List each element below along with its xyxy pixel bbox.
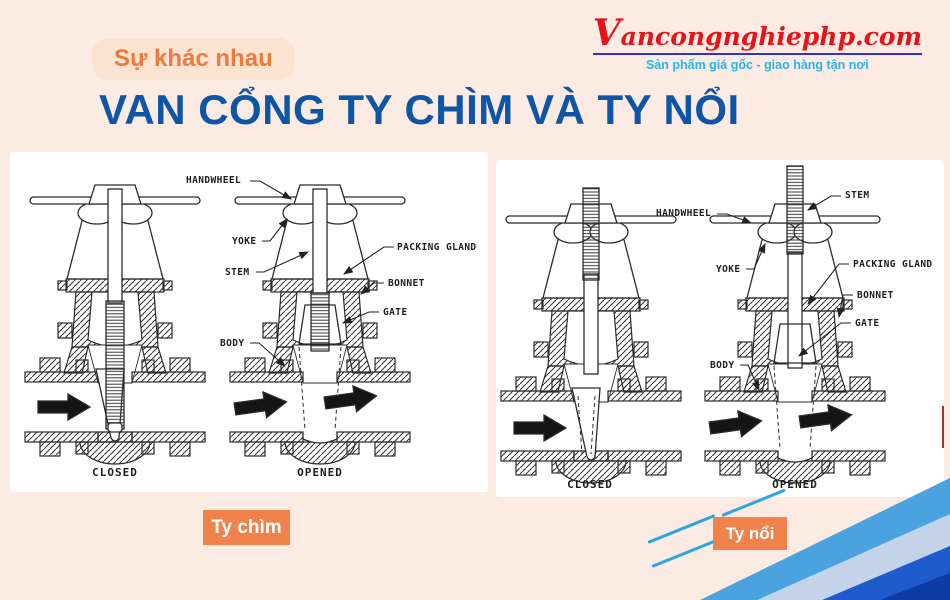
valve-diagram-non-rising xyxy=(24,180,411,465)
label-handwheel: HANDWHEEL xyxy=(656,208,712,219)
label-gate: GATE xyxy=(383,307,408,318)
label-gate: GATE xyxy=(855,318,880,329)
brand-name: Vancongnghiephp.com xyxy=(592,15,922,55)
valve-diagram-rising xyxy=(500,165,886,484)
label-stem: STEM xyxy=(225,267,250,278)
label-stem: STEM xyxy=(845,190,870,201)
brand-rest: ancongnghiephp.com xyxy=(620,22,922,51)
label-body: BODY xyxy=(710,360,735,371)
brand-logo: Vancongnghiephp.com Sản phẩm giá gốc - g… xyxy=(592,15,922,72)
brand-initial: V xyxy=(592,12,621,54)
panel-non-rising-stem: HANDWHEEL YOKE STEM PACKING GLAND BONNET… xyxy=(10,152,488,492)
caption-ty-chim: Ty chìm xyxy=(203,510,290,545)
decor-streak xyxy=(647,514,716,544)
state-closed: CLOSED xyxy=(567,478,613,491)
label-packing-gland: PACKING GLAND xyxy=(853,259,933,270)
label-yoke: YOKE xyxy=(232,236,257,247)
label-yoke: YOKE xyxy=(716,264,741,275)
state-closed: CLOSED xyxy=(92,466,138,479)
caption-ty-noi: Ty nổi xyxy=(713,517,787,550)
page-title: VAN CỔNG TY CHÌM VÀ TY NỔI xyxy=(99,86,740,133)
label-bonnet: BONNET xyxy=(388,278,425,289)
label-packing-gland: PACKING GLAND xyxy=(397,242,477,253)
label-handwheel: HANDWHEEL xyxy=(186,175,242,186)
state-opened: OPENED xyxy=(297,466,343,479)
state-opened: OPENED xyxy=(772,478,818,491)
difference-badge: Sự khác nhau xyxy=(92,38,295,80)
panel-rising-stem: STEM HANDWHEEL YOKE PACKING GLAND BONNET… xyxy=(496,160,944,497)
label-body: BODY xyxy=(220,338,245,349)
brand-tagline: Sản phẩm giá gốc - giao hàng tận nơi xyxy=(645,58,869,72)
label-bonnet: BONNET xyxy=(857,290,894,301)
